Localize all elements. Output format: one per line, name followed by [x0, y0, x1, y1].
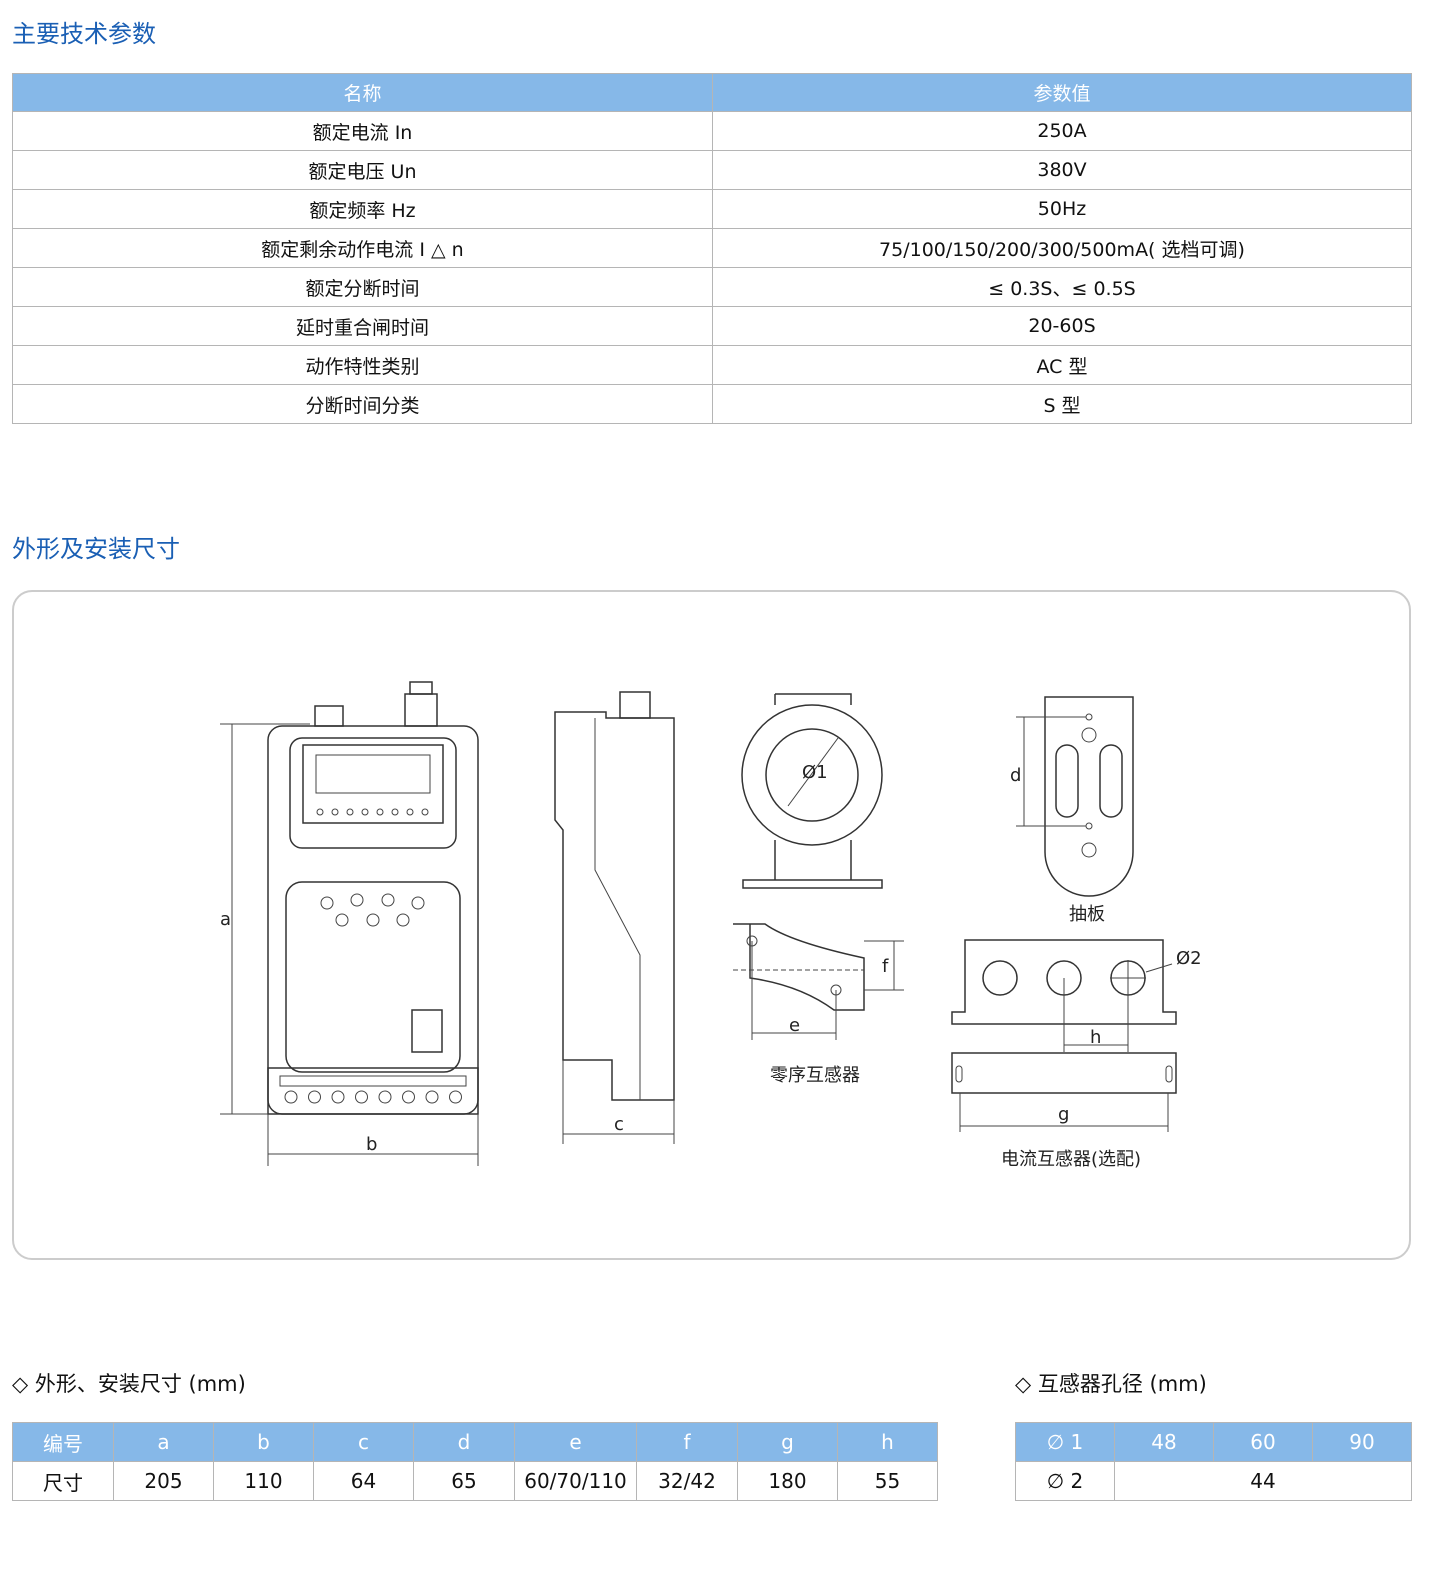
indicator-icon [376, 808, 384, 816]
hole-header: 48 [1114, 1422, 1214, 1462]
zero-sequence-ct: Ø1 e f 零序互感器 [733, 693, 904, 1086]
label-f: f [882, 956, 889, 977]
indicator-icon [316, 808, 324, 816]
dim-header: g [737, 1422, 838, 1462]
dim-header: d [413, 1422, 515, 1462]
table-row: 额定分断时间≤ 0.3S、≤ 0.5S [12, 267, 1412, 307]
caption-ct: 电流互感器(选配) [1001, 1149, 1141, 1170]
param-value: S 型 [712, 384, 1412, 424]
label-phi1: Ø1 [802, 762, 828, 783]
terminal-screw-icon [355, 1090, 368, 1104]
button-icon [411, 896, 425, 910]
button-icon [366, 913, 380, 927]
label-phi2: Ø2 [1176, 948, 1202, 969]
dim-header: b [213, 1422, 314, 1462]
dim-header: h [837, 1422, 938, 1462]
label-h: h [1090, 1027, 1101, 1048]
hole-header: 90 [1312, 1422, 1412, 1462]
hole-row-value: 44 [1114, 1461, 1412, 1501]
dimensions-table-title: ◇ 外形、安装尺寸 (mm) [12, 1372, 246, 1396]
indicator-icon [346, 808, 354, 816]
button-icon [320, 896, 334, 910]
label-g: g [1058, 1104, 1069, 1125]
dim-value: 205 [113, 1461, 214, 1501]
dim-value: 180 [737, 1461, 838, 1501]
dimension-drawing: a b c Ø1 e f 零序互感器 d 抽板 Ø2 h g 电流互感器(选配) [220, 681, 1202, 1170]
label-d: d [1010, 765, 1021, 786]
indicator-icon [391, 808, 399, 816]
terminal-screw-icon [402, 1090, 415, 1104]
front-view: a b [220, 681, 479, 1166]
dim-value: 65 [413, 1461, 515, 1501]
indicator-icon [406, 808, 414, 816]
param-name: 分断时间分类 [12, 384, 713, 424]
param-name: 额定分断时间 [12, 267, 713, 307]
section-title-params: 主要技术参数 [12, 20, 156, 48]
dimension-diagram-box [12, 590, 1411, 1260]
button-icon [381, 893, 395, 907]
terminal-screw-icon [331, 1090, 345, 1104]
dim-value: 32/42 [636, 1461, 738, 1501]
param-value: AC 型 [712, 345, 1412, 385]
hole-header: 60 [1213, 1422, 1313, 1462]
dim-value: 64 [313, 1461, 414, 1501]
hole-row-label: ∅ 2 [1015, 1461, 1115, 1501]
mounting-plate: d 抽板 [1010, 696, 1134, 925]
param-value: 250A [712, 111, 1412, 151]
indicator-icon [331, 808, 339, 816]
terminal-screw-icon [308, 1090, 321, 1104]
param-name: 动作特性类别 [12, 345, 713, 385]
caption-plate: 抽板 [1069, 904, 1105, 925]
terminal-screw-icon [449, 1090, 462, 1104]
dim-value: 尺寸 [12, 1461, 114, 1501]
label-a: a [220, 909, 231, 930]
caption-zero-sequence-ct: 零序互感器 [770, 1065, 860, 1086]
param-name: 额定剩余动作电流 I △ n [12, 228, 713, 268]
dim-header: c [313, 1422, 414, 1462]
holes-table-title: ◇ 互感器孔径 (mm) [1015, 1372, 1207, 1396]
dim-header: a [113, 1422, 214, 1462]
current-transformer: Ø2 h g 电流互感器(选配) [951, 939, 1202, 1170]
dim-header: f [636, 1422, 738, 1462]
terminal-screw-icon [284, 1090, 298, 1104]
dim-value: 60/70/110 [514, 1461, 637, 1501]
label-b: b [366, 1134, 377, 1155]
section-title-dimensions: 外形及安装尺寸 [12, 535, 180, 563]
terminal-screw-icon [425, 1090, 439, 1104]
label-e: e [789, 1015, 800, 1036]
header-value: 参数值 [712, 73, 1412, 112]
indicator-icon [361, 808, 369, 816]
indicator-icon [421, 808, 429, 816]
param-value: ≤ 0.3S、≤ 0.5S [712, 267, 1412, 307]
dim-value: 55 [837, 1461, 938, 1501]
label-c: c [614, 1114, 624, 1135]
side-view: c [554, 691, 675, 1144]
button-icon [335, 913, 349, 927]
header-name: 名称 [12, 73, 713, 112]
param-value: 75/100/150/200/300/500mA( 选档可调) [712, 228, 1412, 268]
dim-value: 110 [213, 1461, 314, 1501]
param-value: 20-60S [712, 306, 1412, 346]
button-icon [396, 913, 410, 927]
param-name: 额定电压 Un [12, 150, 713, 190]
param-name: 延时重合闸时间 [12, 306, 713, 346]
terminal-screw-icon [378, 1090, 392, 1104]
param-value: 380V [712, 150, 1412, 190]
dim-header: e [514, 1422, 637, 1462]
hole-diameter-table: ∅ 1 48 60 90 ∅ 2 44 [1015, 1422, 1412, 1501]
button-icon [350, 893, 364, 907]
dim-header: 编号 [12, 1422, 114, 1462]
param-value: 50Hz [712, 189, 1412, 229]
hole-header-phi1: ∅ 1 [1015, 1422, 1115, 1462]
